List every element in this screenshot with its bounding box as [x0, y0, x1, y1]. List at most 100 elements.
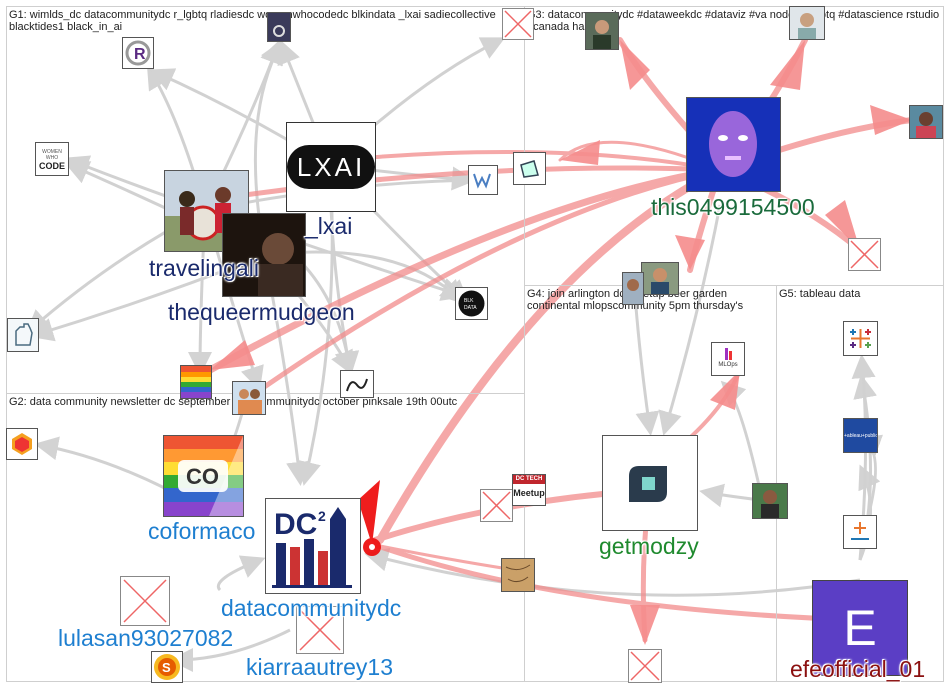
code-text: CODE	[38, 161, 65, 171]
rainbow-flag-icon	[181, 366, 211, 398]
dc2-logo: DC 2	[272, 507, 352, 588]
missing-image-icon	[299, 609, 341, 651]
svg-text:CO: CO	[186, 464, 219, 489]
person-photo-icon	[910, 106, 942, 138]
g3-photo-node-5[interactable]	[622, 272, 644, 305]
dc-tech-text: DC TECH	[513, 475, 545, 484]
datacommunitydc-node[interactable]: DC 2	[265, 498, 361, 594]
rainbow-node[interactable]	[180, 365, 212, 399]
map-node[interactable]	[501, 558, 535, 592]
g3-small-node[interactable]	[513, 152, 546, 185]
g4-photo-node[interactable]	[752, 483, 788, 519]
label-coformaco: coformaco	[148, 518, 256, 544]
s-coin-icon: S	[154, 654, 180, 680]
red-arrowheads	[210, 40, 912, 645]
g5-small-node[interactable]	[843, 515, 877, 549]
person-photo-icon	[586, 13, 618, 49]
womenwhocode-node[interactable]: WOMEN WHO CODE	[35, 142, 69, 176]
hexagon-logo-icon	[12, 433, 32, 455]
label-thequeermudgeon: thequeermudgeon	[168, 299, 355, 325]
person-photo-icon	[753, 484, 787, 518]
meetup-text: Meetup	[513, 488, 545, 498]
dc-hub-arrow	[358, 480, 381, 556]
missing-image-node[interactable]	[502, 8, 534, 40]
blacktides-node[interactable]	[340, 370, 374, 398]
g3-photo-node-3[interactable]	[909, 105, 943, 139]
efe-logo-letter: E	[843, 600, 877, 656]
group-g1-label: G1: wimlds_dc datacommunitydc r_lgbtq rl…	[9, 9, 496, 33]
svg-text:DATA: DATA	[464, 305, 477, 311]
badge-icon	[273, 25, 285, 37]
svg-text:R: R	[134, 46, 146, 63]
mlalpine-node[interactable]	[468, 165, 498, 195]
svg-text:2: 2	[318, 508, 326, 524]
label-efeofficial: efeofficial_01	[790, 656, 926, 682]
this0499154500-avatar	[687, 98, 780, 191]
group-g5-label: G5: tableau data	[779, 288, 861, 300]
person-photo-icon	[790, 7, 824, 39]
lxai-logo-text: LXAI	[296, 152, 366, 182]
svg-text:S: S	[162, 660, 171, 675]
women-who-text: WOMEN WHO	[42, 149, 62, 161]
hexagon-logo-node[interactable]	[6, 428, 38, 460]
coformaco-logo: CO	[164, 436, 243, 516]
pinksale-node[interactable]: S	[151, 651, 183, 683]
missing-image-icon	[630, 651, 660, 681]
this0499154500-node[interactable]	[686, 97, 781, 192]
people-photo-icon	[238, 389, 262, 414]
group-g1-box	[6, 6, 525, 394]
modzy-logo	[629, 466, 667, 502]
missing-image-icon	[504, 10, 532, 38]
tableau-node[interactable]	[843, 321, 878, 356]
thequeermudgeon-node[interactable]	[222, 213, 306, 297]
coformaco-node[interactable]: CO	[163, 435, 244, 517]
thequeermudgeon-photo	[223, 214, 305, 296]
missing-image-node[interactable]	[848, 238, 881, 271]
g3-photo-node-2[interactable]	[789, 6, 825, 40]
raised-fist-icon	[15, 323, 33, 346]
mlops-icon	[725, 348, 732, 360]
person-photo-icon	[642, 263, 678, 294]
g3-photo-node-1[interactable]	[585, 12, 619, 50]
w-logo-icon	[473, 173, 491, 189]
fist-logo-node[interactable]	[7, 318, 39, 352]
tableau-public-text: +ableau+public	[844, 433, 878, 439]
label-getmodzy: getmodzy	[599, 533, 699, 559]
svg-text:BLK: BLK	[464, 298, 474, 304]
g3-photo-node-4[interactable]	[641, 262, 679, 295]
getmodzy-node[interactable]	[602, 435, 698, 531]
missing-image-node[interactable]	[296, 606, 344, 654]
rladies-node[interactable]	[267, 12, 291, 42]
map-image-icon	[502, 559, 534, 591]
tableau-small-icon	[851, 522, 869, 540]
wave-logo-icon	[346, 378, 368, 392]
label-this0499154500: this0499154500	[651, 194, 815, 220]
dctech-meetup-node[interactable]: DC TECH Meetup	[512, 474, 546, 506]
sadie-node[interactable]	[232, 381, 266, 415]
missing-image-icon	[850, 240, 879, 269]
r-icon: R	[125, 40, 151, 66]
label-lulasan: lulasan93027082	[58, 625, 234, 651]
missing-image-node[interactable]	[120, 576, 170, 626]
mlops-text: MLOps	[718, 362, 738, 368]
missing-image-node[interactable]	[480, 489, 513, 522]
svg-text:DC: DC	[274, 508, 317, 541]
missing-image-icon	[482, 491, 511, 520]
missing-image-node[interactable]	[628, 649, 662, 683]
efeofficial-node[interactable]: E	[812, 580, 908, 676]
lxai-node[interactable]: LXAI	[286, 122, 376, 212]
lxai-logo: LXAI	[287, 145, 375, 189]
r-logo-node[interactable]: R	[122, 37, 154, 69]
label-kiarraautrey: kiarraautrey13	[246, 654, 394, 680]
tableau-cross-icon	[850, 329, 871, 348]
box-logo-icon	[520, 160, 539, 178]
tableau-public-node[interactable]: +ableau+public	[843, 418, 878, 453]
missing-image-icon	[123, 579, 167, 623]
label-datacommunitydc: datacommunitydc	[221, 595, 402, 621]
label-travelingali: travelingali	[149, 255, 259, 281]
mlops-node[interactable]: MLOps	[711, 342, 745, 376]
person-photo-icon	[623, 273, 643, 304]
